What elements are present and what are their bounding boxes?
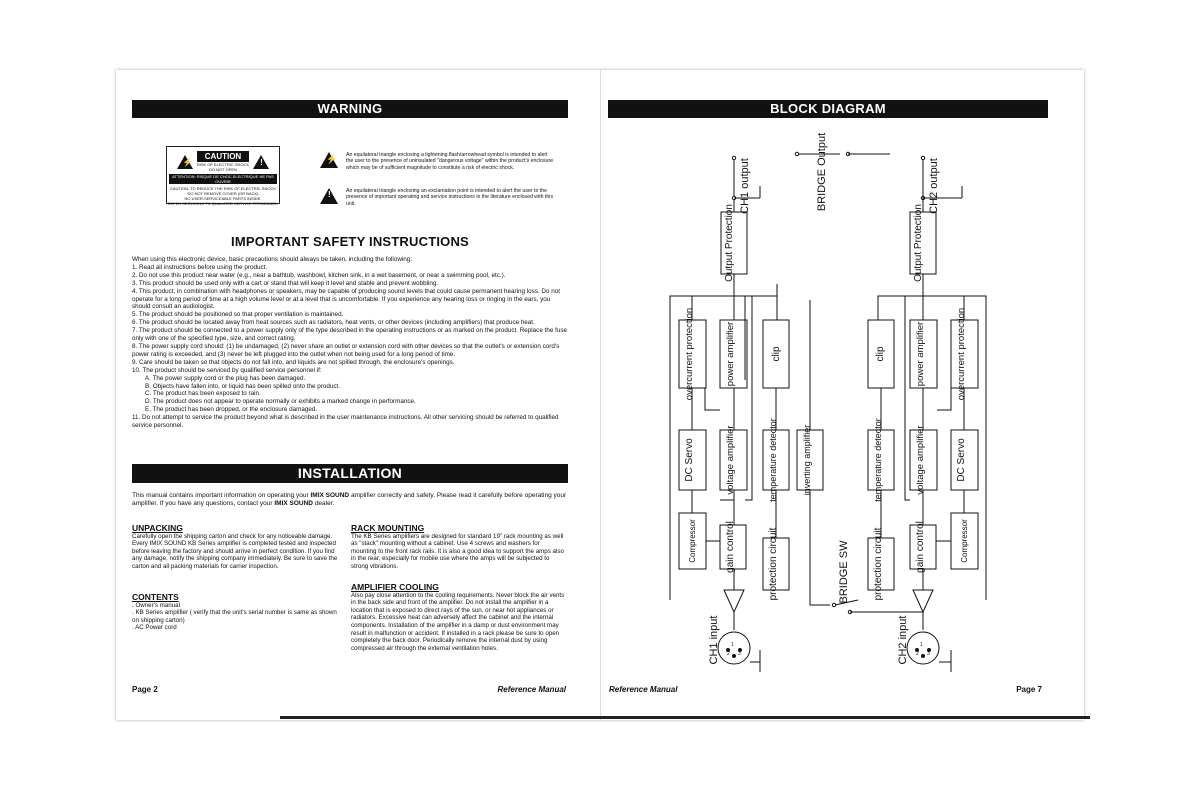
list-item: B. Objects have fallen into, or liquid h… [145,382,340,390]
list-item: . KB Series amplifier ( verify that the … [132,609,337,624]
ch2-input-label: CH2 input [897,616,909,665]
svg-text:overcurrent protection: overcurrent protection [956,308,967,400]
manual-title: Reference Manual [497,685,566,694]
ch1-output-terminal: CH1 output [731,155,761,214]
rack-mounting-section: RACK MOUNTING The KB Series amplifiers a… [351,523,564,570]
ch1-channel: Output Protection overcurrent protection… [669,204,830,606]
svg-text:protection circuit: protection circuit [768,527,779,600]
svg-text:Output Protection: Output Protection [913,204,924,282]
bridge-sw-label: BRIDGE SW [838,540,850,604]
svg-text:2: 2 [727,651,730,657]
bottom-rule [280,716,1090,719]
svg-text:temperature detector: temperature detector [873,418,883,502]
block-diagram-header: BLOCK DIAGRAM [608,100,1048,118]
svg-text:Compressor: Compressor [688,519,697,563]
installation-intro: This manual contains important informati… [132,492,567,507]
bridge-switch: BRIDGE SW [831,540,923,615]
list-item: C. The product has been exposed to rain. [145,390,261,398]
page-number: Page 7 [1016,685,1042,694]
svg-text:inverting amplifier: inverting amplifier [802,425,812,496]
list-item: 4. This product, in combination with hea… [132,287,560,311]
list-item: 10. The product should be serviced by qu… [132,366,322,374]
list-item: 3. This product should be used only with… [132,279,439,287]
ch1-input-label: CH1 input [708,616,720,665]
svg-text:2: 2 [916,651,919,657]
ch2-channel: Output Protection clip power amplifier o… [867,204,987,600]
unpacking-section: UNPACKING Carefully open the shipping ca… [132,523,338,570]
ch2-output-label: CH2 output [928,158,940,214]
ch1-input: CH1 input 1 2 3 [708,589,761,672]
svg-text:power amplifier: power amplifier [725,322,736,386]
safety-title: IMPORTANT SAFETY INSTRUCTIONS [231,234,469,249]
list-item: E. The product has been dropped, or the … [145,406,318,414]
svg-text:power amplifier: power amplifier [915,322,926,386]
svg-text:clip: clip [875,346,886,361]
svg-text:3: 3 [927,651,930,657]
lightning-icon: ⚡ [320,152,338,168]
exclamation-symbol-note: ! An equilateral triangle enclosing an e… [320,188,555,207]
left-page: WARNING ⚡ CAUTION RISK OF ELECTRIC SHOCK… [132,100,568,710]
list-item: 8. The power supply cord should: (1) be … [132,342,560,358]
lightning-symbol-note: ⚡ An equilateral triangle enclosing a li… [320,152,555,171]
list-item: . Owner's manual [132,601,180,609]
right-page: BLOCK DIAGRAM Reference Manual Page 7 [608,100,1048,710]
svg-text:gain control: gain control [725,521,736,573]
list-item: 5. The product should be positioned so t… [132,311,344,319]
list-item: 6. The product should be located away fr… [132,319,535,327]
caution-label: ⚡ CAUTION RISK OF ELECTRIC SHOCK DO NOT … [166,146,280,206]
lightning-icon: ⚡ [176,154,193,169]
svg-text:voltage amplifier: voltage amplifier [915,425,926,494]
list-item: . AC Power cord [132,624,177,632]
svg-text:protection circuit: protection circuit [873,527,884,600]
list-item: 9. Care should be taken so that objects … [132,358,455,366]
list-item: 7. The product should be connected to a … [132,327,567,343]
svg-text:1: 1 [731,642,734,648]
list-item: 11. Do not attempt to service the produc… [132,414,559,430]
cooling-section: AMPLIFIER COOLING Also pay close attenti… [351,582,565,652]
svg-text:voltage amplifier: voltage amplifier [725,425,736,494]
svg-text:Output Protection: Output Protection [724,204,735,282]
svg-text:DC Servo: DC Servo [684,438,695,482]
gain-control-box [719,524,747,570]
list-item: A. The power supply cord or the plug has… [145,374,306,382]
list-item: 1. Read all instructions before using th… [132,263,268,271]
warning-header: WARNING [132,100,568,118]
list-item: D. The product does not appear to operat… [145,398,416,406]
installation-header: INSTALLATION [132,464,568,483]
bridge-output-label: BRIDGE Output [816,133,828,211]
safety-instructions: When using this electronic device, basic… [132,256,567,430]
ch1-output-label: CH1 output [739,158,751,214]
page-fold [600,70,601,720]
bridge-output-terminal: BRIDGE Output [794,133,890,211]
page-number: Page 2 [132,685,158,694]
svg-text:overcurrent protection: overcurrent protection [684,308,695,400]
exclamation-icon: ! [253,154,270,169]
exclamation-icon: ! [320,188,338,204]
svg-text:gain control: gain control [915,521,926,573]
list-item: 2. Do not use this product near water (e… [132,271,506,279]
ch2-output-terminal: CH2 output [920,155,963,214]
contents-section: CONTENTS . Owner's manual . KB Series am… [132,593,339,632]
svg-text:Compressor: Compressor [960,519,969,563]
ch2-input: CH2 input 1 2 3 [897,589,952,672]
svg-text:3: 3 [738,651,741,657]
svg-text:clip: clip [771,346,782,361]
svg-text:DC Servo: DC Servo [956,438,967,482]
svg-text:1: 1 [920,642,923,648]
manual-title: Reference Manual [609,685,678,694]
svg-text:temperature detector: temperature detector [768,418,778,502]
